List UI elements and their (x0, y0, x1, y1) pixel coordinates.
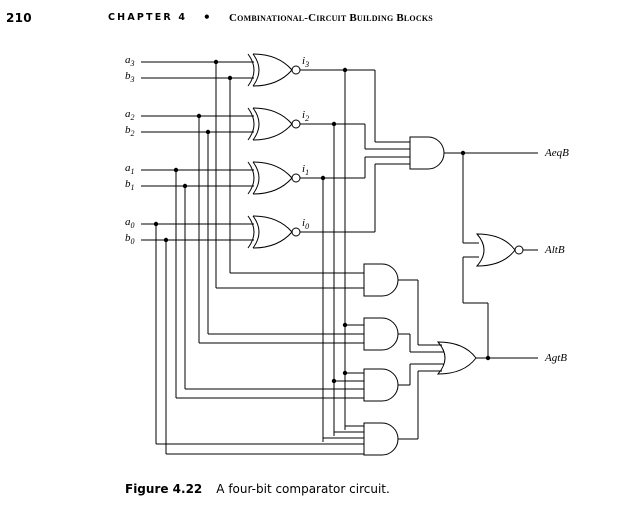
and-gate-gt-2 (363, 317, 399, 351)
label-b1: b1 (125, 178, 135, 193)
chapter-title: Combinational-Circuit Building Blocks (229, 12, 433, 24)
page-number: 210 (6, 11, 32, 25)
label-altb: AltB (545, 244, 565, 256)
and-gate-gt-0 (363, 422, 399, 456)
label-agtb: AgtB (545, 352, 567, 364)
label-aeqb: AeqB (545, 147, 569, 159)
label-i2: i2 (302, 109, 310, 124)
label-i3: i3 (302, 55, 310, 70)
label-a0: a0 (125, 216, 135, 231)
xnor-gate-2 (247, 107, 301, 141)
label-b3: b3 (125, 70, 135, 85)
and-gate-gt-3 (363, 263, 399, 297)
tap-junctions (153, 59, 233, 243)
chapter-label: CHAPTER 4 (108, 12, 188, 23)
or-gate-greater (437, 341, 477, 375)
xnor-gate-1 (247, 161, 301, 195)
and-gate-gt-1 (363, 368, 399, 402)
nor-gate-less (476, 233, 524, 267)
figure-label: Figure 4.22 (125, 482, 203, 496)
label-a3: a3 (125, 54, 135, 69)
xnor-output-lines (300, 69, 410, 233)
label-a2: a2 (125, 108, 135, 123)
xnor-gate-0 (247, 215, 301, 249)
label-a1: a1 (125, 162, 135, 177)
header-separator: • (203, 10, 211, 24)
label-b2: b2 (125, 124, 135, 139)
label-b0: b0 (125, 232, 135, 247)
input-taps (155, 62, 231, 454)
figure-caption: Figure 4.22 A four-bit comparator circuit… (125, 482, 390, 496)
input-lines (141, 61, 254, 241)
label-i0: i0 (302, 217, 310, 232)
xnor-gate-3 (247, 53, 301, 87)
label-i1: i1 (302, 163, 310, 178)
and-gate-inputs (156, 272, 364, 455)
and-gate-equality (409, 136, 445, 170)
figure-caption-text: A four-bit comparator circuit. (216, 482, 390, 496)
or-gate-inputs (398, 279, 444, 440)
